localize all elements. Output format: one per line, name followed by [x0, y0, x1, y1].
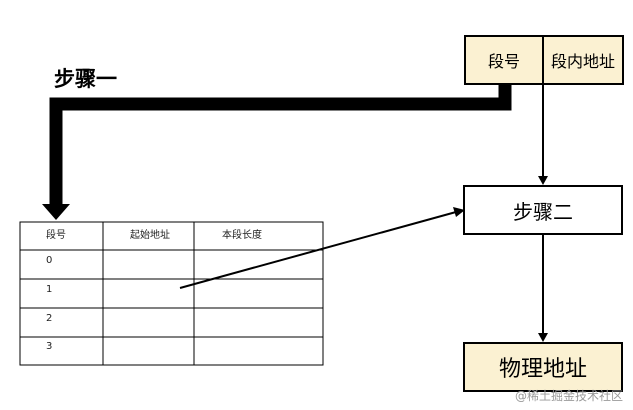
table-row-1-segment: 1: [46, 284, 53, 295]
step2-label: 步骤二: [513, 199, 573, 224]
segment-number-box: 段号: [464, 35, 544, 85]
step2-to-physical-arrowhead: [538, 333, 548, 342]
step1-arrowhead: [42, 204, 70, 220]
table-header-segment: 段号: [46, 230, 66, 241]
table-header-length: 本段长度: [222, 230, 262, 241]
table-header-start: 起始地址: [130, 230, 170, 241]
segment-number-label: 段号: [487, 52, 520, 71]
step1-arrow-path: [49, 85, 512, 206]
table-to-step2-arrowhead: [453, 207, 465, 217]
step2-box: 步骤二: [463, 185, 623, 235]
segment-offset-label: 段内地址: [550, 52, 615, 71]
physical-address-box: 物理地址: [463, 342, 623, 392]
segment-offset-box: 段内地址: [544, 35, 624, 85]
table-row-3-segment: 3: [46, 341, 53, 352]
table-row-2-segment: 2: [46, 313, 53, 324]
table-row-0-segment: 0: [46, 255, 53, 266]
physical-address-label: 物理地址: [498, 357, 587, 382]
watermark-text: @稀土掘金技术社区: [514, 389, 623, 403]
segment-table-grid: [19, 221, 324, 366]
offset-to-step2-arrowhead: [538, 176, 548, 185]
step1-label: 步骤一: [54, 67, 117, 91]
